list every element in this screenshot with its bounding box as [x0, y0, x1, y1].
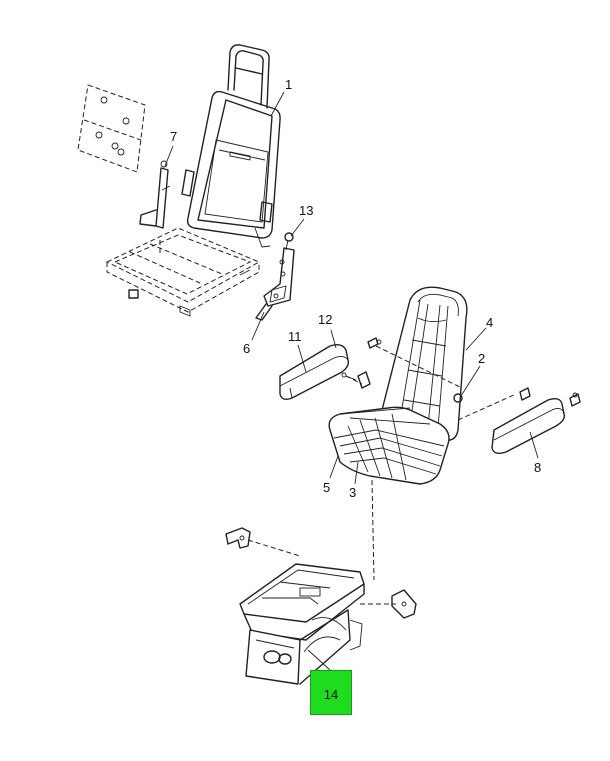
leader-lines [164, 91, 539, 671]
callout-5: 5 [323, 480, 331, 495]
callout-13: 13 [299, 203, 314, 218]
seat-back-frame [181, 44, 281, 248]
recliner-mechanism [255, 232, 295, 321]
callout-11: 11 [288, 329, 302, 344]
bracket-part-7 [139, 160, 171, 229]
suspension-base [239, 563, 417, 685]
callout-12: 12 [318, 312, 333, 327]
callout-7: 7 [170, 129, 178, 144]
left-armrest [279, 337, 382, 401]
base-bracket-left [225, 527, 251, 549]
back-panel-plate [77, 84, 146, 173]
seat-cushion-assembly [328, 286, 468, 485]
right-armrest [491, 387, 581, 455]
callout-14: 14 [323, 687, 339, 702]
assembly-lines [247, 345, 517, 605]
callout-1: 1 [285, 77, 293, 92]
callout-6: 6 [243, 341, 251, 356]
callout-3: 3 [349, 485, 357, 500]
callout-2: 2 [478, 351, 486, 366]
callout-8: 8 [534, 460, 542, 475]
callout-14-hotspot[interactable]: 14 [310, 670, 352, 715]
callout-4: 4 [486, 315, 494, 330]
seat-pan-frame [105, 227, 261, 317]
